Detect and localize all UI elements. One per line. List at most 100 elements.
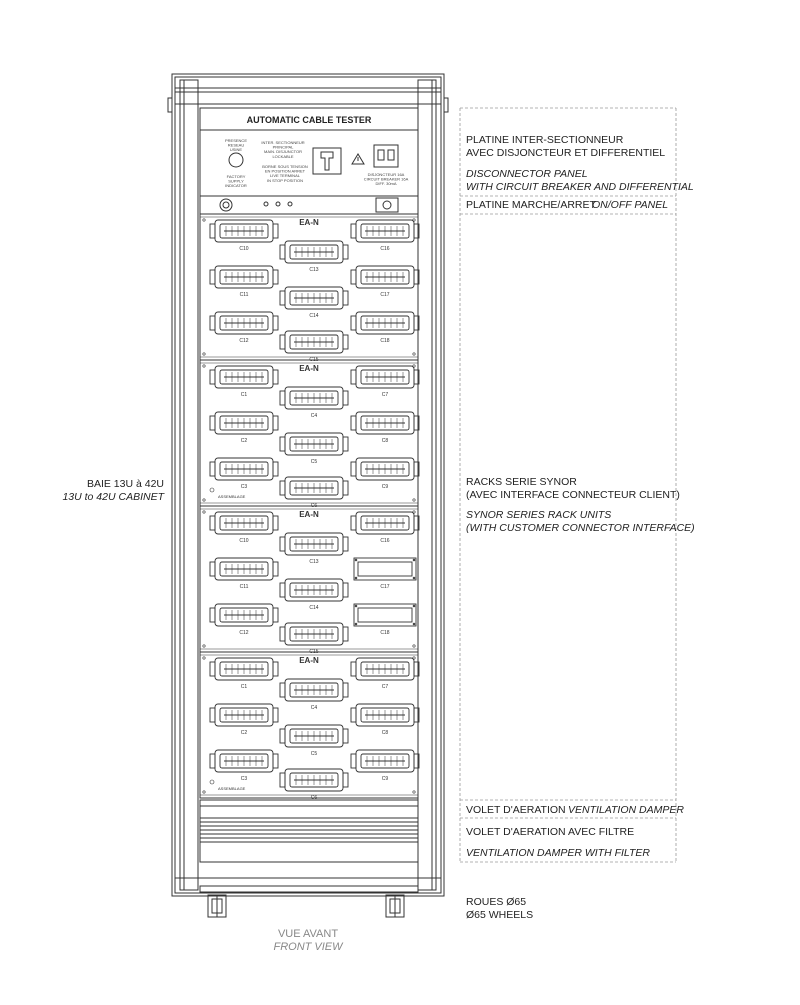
ventilation-damper [199, 799, 419, 819]
racks-label-en-1: SYNOR SERIES RACK UNITS [466, 509, 612, 521]
rack-unit-frame [199, 651, 419, 799]
rack4-center-2-connector: C5 [279, 724, 349, 757]
rack1-center-1-connector: C13 [279, 240, 349, 273]
rack2-left-1-connector: C1 [209, 365, 279, 398]
rack3-right-2-blank-plate: C17 [353, 557, 417, 590]
ground-icon [209, 779, 215, 785]
screw-icon [202, 218, 206, 222]
warning-icon [351, 153, 365, 165]
rack2-center-2-connector: C5 [279, 432, 349, 465]
rack4-right-3-label: C9 [382, 776, 389, 782]
rack-units: EA-NC10C13C16C11C14C17C12C15C18EA-NC1C4C… [199, 213, 420, 801]
screw-icon [412, 352, 416, 356]
disconnector-label-fr-2: AVEC DISJONCTEUR ET DIFFERENTIEL [466, 147, 666, 159]
disconnector-label-en-1: DISCONNECTOR PANEL [466, 168, 588, 180]
racks-label-fr-1: RACKS SERIE SYNOR [466, 476, 577, 488]
screw-icon [202, 510, 206, 514]
screw-icon [202, 364, 206, 368]
rack2-right-2-label: C8 [382, 438, 389, 444]
brand-logo: EA-N [299, 364, 319, 373]
rack2-right-2-connector: C8 [350, 411, 420, 444]
rack1-left-3-label: C12 [239, 338, 248, 344]
rack3-left-2-label: C11 [240, 584, 249, 590]
rack3-left-2-connector: C11 [209, 557, 279, 590]
wheels-label-fr: ROUES Ø65 [466, 896, 527, 908]
rack4-center-1-connector: C4 [279, 678, 349, 711]
rack3-left-1-label: C10 [239, 538, 248, 544]
rack2-left-2-connector: C2 [209, 411, 279, 444]
view-title-en: FRONT VIEW [273, 941, 343, 953]
rack3-left-3-connector: C12 [209, 603, 279, 636]
key-switch-icon [375, 197, 399, 213]
view-title-fr: VUE AVANT [277, 928, 339, 940]
wheels-label-en: Ø65 WHEELS [466, 909, 534, 921]
rack2-left-1-label: C1 [241, 392, 248, 398]
rack3-right-2-label: C17 [380, 584, 389, 590]
rack4-right-2-label: C8 [382, 730, 389, 736]
label-guides [459, 107, 677, 863]
screw-icon [202, 790, 206, 794]
rack4-right-3-connector: C9 [350, 749, 420, 782]
rack2-left-3-connector: C3 [209, 457, 279, 490]
rack3-right-1-label: C16 [380, 538, 389, 544]
rack4-right-1-connector: C7 [350, 657, 420, 690]
rack1-left-1-label: C10 [239, 246, 248, 252]
rack1-right-1-label: C16 [380, 246, 389, 252]
brand-logo: EA-N [299, 656, 319, 665]
screw-icon [412, 790, 416, 794]
rack4-right-2-connector: C8 [350, 703, 420, 736]
brand-logo: EA-N [299, 218, 319, 227]
rack3-right-3-label: C18 [380, 630, 389, 636]
rack1-left-1-connector: C10 [209, 219, 279, 252]
rack2-center-1-label: C4 [311, 413, 318, 419]
rack1-center-2-connector: C14 [279, 286, 349, 319]
rack1-right-2-connector: C17 [350, 265, 420, 298]
rack1-right-2-label: C17 [380, 292, 389, 298]
rack3-right-1-connector: C16 [350, 511, 420, 544]
rack1-center-2-label: C14 [309, 313, 318, 319]
emergency-stop-icon [219, 198, 233, 212]
rack3-center-1-connector: C13 [279, 532, 349, 565]
rack4-center-2-label: C5 [311, 751, 318, 757]
disconnector-label-fr-1: PLATINE INTER-SECTIONNEUR [466, 134, 624, 146]
screw-icon [202, 656, 206, 660]
rack2-left-3-label: C3 [241, 484, 248, 490]
rack1-left-3-connector: C12 [209, 311, 279, 344]
screw-icon [412, 498, 416, 502]
onoff-label-fr: PLATINE MARCHE/ARRET [466, 199, 596, 211]
rack1-right-3-connector: C18 [350, 311, 420, 344]
rack4-left-1-label: C1 [241, 684, 248, 690]
wheel-right [385, 894, 405, 918]
rack2-right-1-label: C7 [382, 392, 389, 398]
racks-label-fr-2: (AVEC INTERFACE CONNECTEUR CLIENT) [466, 489, 680, 501]
vent-label-en: VENTILATION DAMPER [568, 804, 684, 816]
main-disconnector-switch [312, 147, 342, 175]
cabinet-label-fr: BAIE 13U à 42U [86, 478, 164, 490]
rack3-center-1-label: C13 [309, 559, 318, 565]
disconnector-panel: AUTOMATIC CABLE TESTER [199, 107, 419, 197]
rack3-left-3-label: C12 [239, 630, 248, 636]
vent-filter-label-fr: VOLET D'AERATION AVEC FILTRE [466, 826, 635, 838]
ground-icon [209, 487, 215, 493]
cabinet-plinth [175, 877, 441, 893]
wheel-left [207, 894, 227, 918]
factory-supply-indicator-icon [228, 152, 244, 168]
racks-label-en-2: (WITH CUSTOMER CONNECTOR INTERFACE) [466, 522, 695, 534]
rack1-left-2-connector: C11 [209, 265, 279, 298]
disconnector-label-en-2: WITH CIRCUIT BREAKER AND DIFFERENTIAL [466, 181, 694, 193]
rack1-center-3-connector: C15 [279, 330, 349, 363]
screw-icon [202, 644, 206, 648]
rack2-right-3-label: C9 [382, 484, 389, 490]
screw-icon [202, 352, 206, 356]
